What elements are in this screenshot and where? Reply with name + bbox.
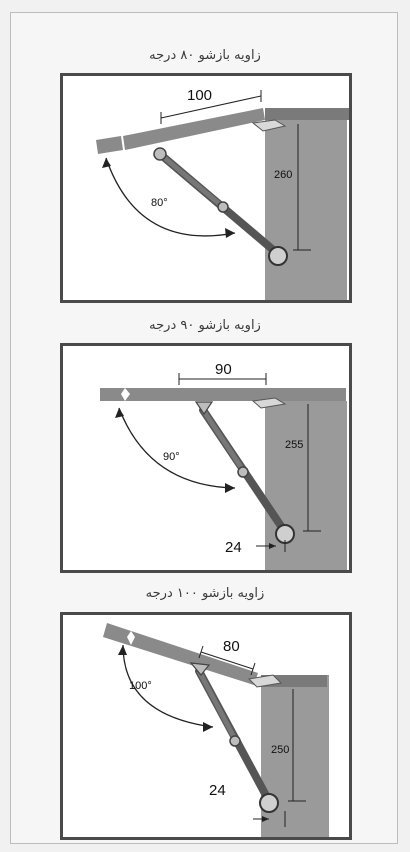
strut-top-mount — [153, 147, 167, 161]
hinge — [251, 397, 287, 409]
vertical-dimension-label: 250 — [271, 744, 289, 756]
offset-dimension-label: 24 — [225, 539, 242, 556]
strut-rod — [200, 408, 246, 472]
hinge — [247, 674, 283, 688]
strut-top-mount — [194, 401, 214, 416]
top-dimension-line — [200, 651, 254, 670]
top-dimension-label: 80 — [223, 638, 240, 655]
strut-rod — [196, 669, 238, 741]
vertical-dimension-label: 260 — [274, 169, 292, 181]
offset-dimension-label: 24 — [209, 782, 226, 799]
lid-panel — [103, 623, 258, 685]
angle-arc — [105, 157, 236, 237]
strut-top-mount — [189, 662, 211, 676]
strut-joint — [217, 201, 229, 213]
angle-label: 80° — [151, 197, 168, 209]
angle-arc — [122, 644, 214, 728]
cabinet-side — [265, 108, 347, 300]
diagram-3-caption: زاویه بازشو ۱۰۰ درجه — [145, 586, 265, 601]
diagram-2-caption: زاویه بازشو ۹۰ درجه — [149, 318, 261, 333]
top-dimension-line — [160, 95, 262, 119]
break-mark — [127, 631, 135, 645]
diagram-1-caption: زاویه بازشو ۸۰ درجه — [149, 48, 261, 63]
angle-label: 90° — [163, 451, 180, 463]
vertical-dimension-label: 255 — [285, 439, 303, 451]
strut-rod — [158, 152, 225, 209]
strut-bottom-mount — [259, 793, 279, 813]
top-dimension-label: 100 — [187, 87, 212, 104]
lid-end — [96, 136, 123, 154]
top-dimension-label: 90 — [215, 361, 232, 378]
diagram-1-drawing: 80° 100 260 — [96, 87, 349, 300]
angle-label: 100° — [129, 680, 152, 692]
strut-joint — [229, 735, 241, 747]
diagram-1-panel: 80° 100 260 — [60, 73, 352, 303]
diagram-3-panel: 100° 80 250 24 — [60, 612, 352, 840]
break-mark — [121, 388, 130, 401]
diagram-2-panel: 90° 90 255 24 — [60, 343, 352, 573]
hinge — [251, 119, 287, 132]
strut-joint — [237, 466, 249, 478]
diagram-2-drawing: 90° 90 255 24 — [100, 361, 347, 570]
strut-bottom-mount — [268, 246, 288, 266]
cabinet-side — [265, 401, 347, 570]
lid-panel — [123, 108, 265, 150]
cabinet-top — [265, 108, 349, 120]
lid-panel — [100, 388, 346, 401]
diagram-3-drawing: 100° 80 250 24 — [103, 623, 329, 837]
angle-arc — [118, 407, 236, 489]
